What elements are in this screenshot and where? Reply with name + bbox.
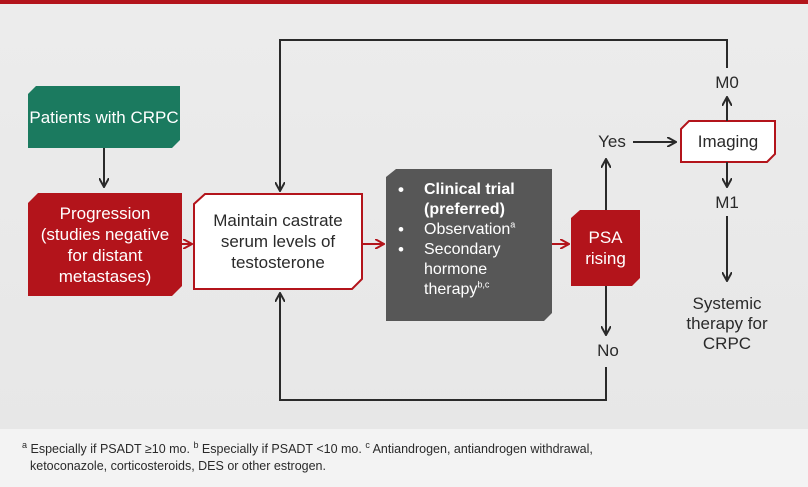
footnote-area — [0, 429, 808, 487]
observation-text: Observation — [424, 221, 511, 238]
footnote-a-text: Especially if PSADT ≥10 mo. — [27, 442, 194, 456]
loop-no-to-maintain — [280, 294, 607, 401]
psa-box — [571, 210, 640, 286]
secondary-hormone-text: Secondary hormone therapy — [424, 241, 501, 298]
patients-box — [28, 86, 180, 148]
footnote-line-1: a Especially if PSADT ≥10 mo. b Especial… — [22, 439, 792, 457]
loop-m0-to-maintain — [280, 39, 728, 190]
patients-label: Patients with CRPC — [29, 107, 179, 127]
footnote-b-text: Especially if PSADT <10 mo. — [198, 442, 366, 456]
maintain-box — [193, 193, 363, 290]
secondary-footnote-mark: b,c — [477, 279, 490, 290]
label-no: No — [597, 341, 619, 360]
progression-box — [28, 193, 182, 296]
footnote-a-mark: a — [22, 439, 28, 450]
treatment-options-list: Clinical trial (preferred) Observationa … — [392, 180, 542, 300]
clinical-trial-text: Clinical trial (preferred) — [424, 181, 515, 218]
imaging-box — [680, 120, 776, 163]
observation-footnote-mark: a — [510, 219, 516, 230]
footnote-c-text: Antiandrogen, antiandrogen withdrawal, — [369, 442, 593, 456]
option-clinical-trial: Clinical trial (preferred) — [392, 180, 542, 220]
maintain-label: Maintain castrate serum levels of testos… — [213, 211, 343, 272]
label-m1: M1 — [715, 193, 739, 212]
progression-label: Progression (studies negative for distan… — [40, 203, 170, 286]
label-yes: Yes — [598, 132, 626, 151]
option-secondary-hormone: Secondary hormone therapyb,c — [392, 240, 542, 300]
systemic-therapy-label: Systemic therapy for CRPC — [686, 294, 768, 353]
imaging-label: Imaging — [697, 132, 759, 151]
psa-label: PSA rising — [585, 228, 626, 268]
option-observation: Observationa — [392, 220, 542, 240]
footnote-line-2: ketoconazole, corticosteroids, DES or ot… — [30, 459, 326, 473]
footnote-b-mark: b — [193, 439, 199, 450]
top-accent-bar — [0, 0, 808, 4]
footnote-c-mark: c — [365, 439, 370, 450]
label-m0: M0 — [715, 73, 739, 92]
